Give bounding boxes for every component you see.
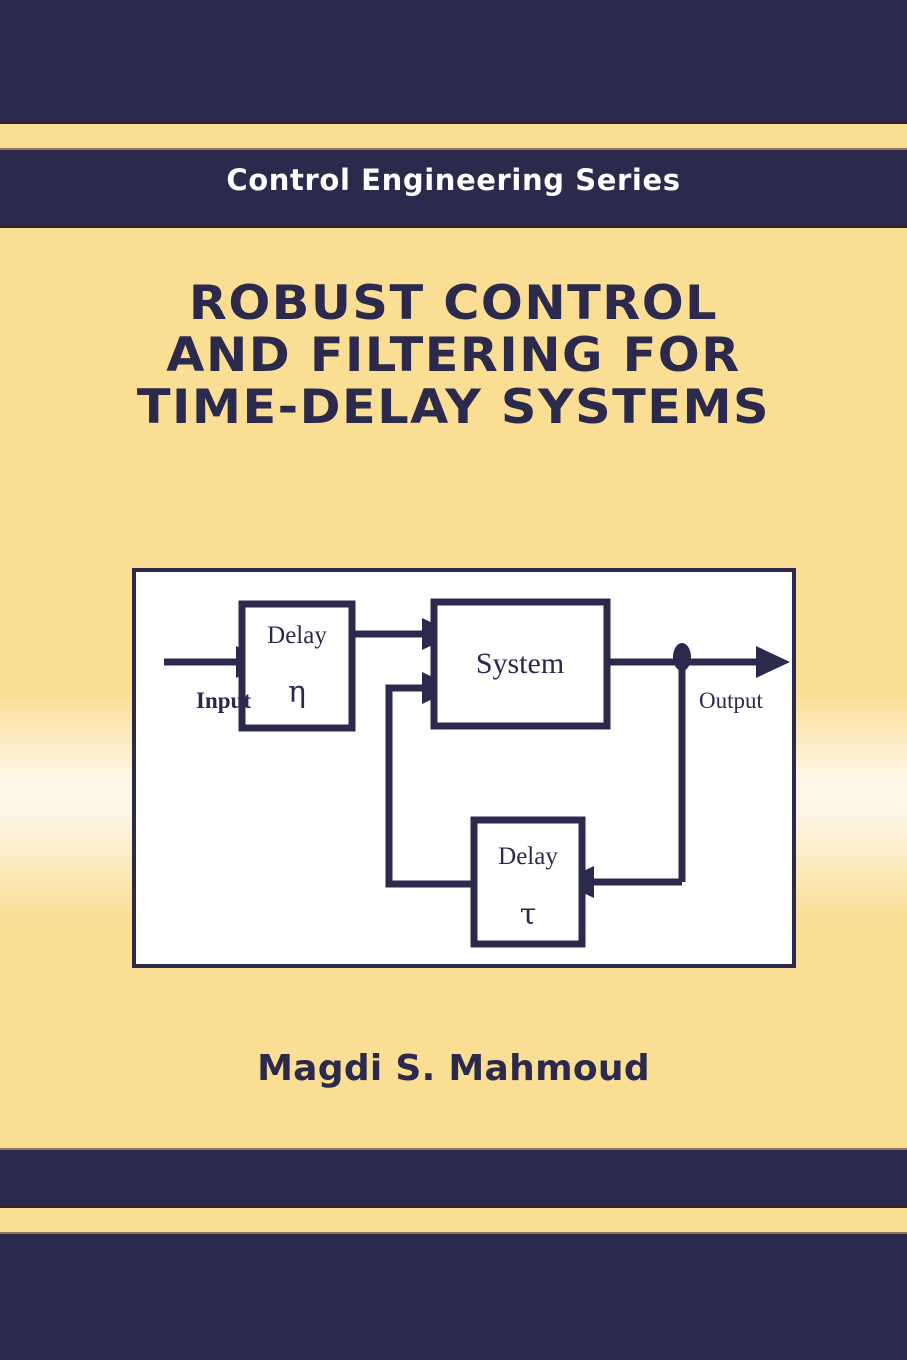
delay-tau-to-system-path — [385, 684, 477, 888]
system-block — [430, 598, 611, 730]
delay-eta-symbol: η — [288, 675, 306, 710]
hairline-top-3 — [0, 226, 907, 228]
top-navy-band — [0, 0, 907, 124]
delay-tau-block — [470, 816, 586, 948]
hairline-top-1 — [0, 122, 907, 124]
series-title: Control Engineering Series — [226, 163, 681, 197]
top-yellow-stripe — [0, 124, 907, 150]
hairline-bot-2 — [0, 1206, 907, 1208]
series-navy-band — [0, 150, 907, 228]
bottom-yellow-stripe — [0, 1208, 907, 1234]
bottom-navy-band-1 — [0, 1150, 907, 1208]
author-name: Magdi S. Mahmoud — [257, 1048, 650, 1089]
bottom-navy-band-2 — [0, 1234, 907, 1360]
title-line-2: AND FILTERING FOR — [166, 328, 741, 383]
hairline-bot-1 — [0, 1148, 907, 1150]
output-port-label: Output — [699, 688, 764, 713]
title-line-1: ROBUST CONTROL — [188, 276, 719, 331]
delay-tau-label: Delay — [498, 843, 558, 870]
hairline-top-2 — [0, 148, 907, 150]
system-label: System — [476, 647, 564, 680]
input-port-label: Input — [196, 688, 251, 713]
delay-eta-label: Delay — [267, 622, 327, 649]
block-diagram-svg: Delay η System Delay τ Input Output — [164, 598, 790, 948]
output-branch-node — [673, 643, 691, 671]
delay-tau-symbol: τ — [520, 897, 537, 932]
block-diagram-figure: Delay η System Delay τ Input Output — [132, 568, 796, 968]
hairline-bot-3 — [0, 1232, 907, 1234]
page-title: ROBUST CONTROL AND FILTERING FOR TIME-DE… — [0, 278, 907, 434]
title-line-3: TIME-DELAY SYSTEMS — [136, 380, 771, 435]
delay-eta-block — [238, 600, 356, 732]
output-arrowhead — [756, 646, 790, 678]
